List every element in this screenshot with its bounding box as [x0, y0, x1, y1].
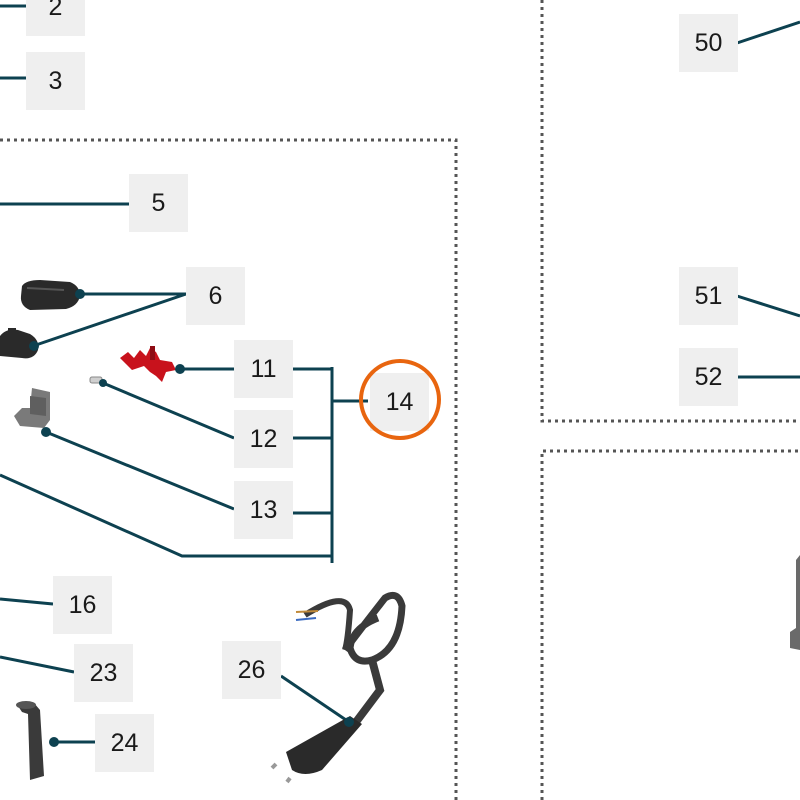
callout-3: 3	[26, 52, 85, 110]
callout-14[interactable]: 14	[370, 373, 429, 431]
part-6-top	[20, 280, 80, 310]
callout-50: 50	[679, 14, 738, 72]
leader-51	[736, 294, 800, 318]
callout-16: 16	[53, 576, 112, 634]
part-13	[14, 388, 50, 428]
callout-12: 12	[234, 410, 293, 468]
callout-13: 13	[234, 481, 293, 539]
part-right-edge	[790, 555, 800, 650]
leader-6b	[32, 292, 187, 348]
callout-23: 23	[74, 644, 133, 702]
anchor-dots	[29, 289, 354, 747]
callout-2: 2	[26, 0, 85, 36]
leader-lines	[0, 4, 800, 744]
leader-26	[280, 674, 350, 724]
callout-51: 51	[679, 267, 738, 325]
leader-long	[0, 473, 332, 558]
leader-12	[102, 381, 235, 440]
callout-52: 52	[679, 348, 738, 406]
leader-23	[0, 655, 75, 674]
callout-26: 26	[222, 641, 281, 699]
callout-5: 5	[129, 174, 188, 232]
callout-6: 6	[186, 267, 245, 325]
leader-16	[0, 597, 54, 606]
callout-24: 24	[95, 714, 154, 772]
frame-right-bottom-group	[540, 449, 800, 800]
part-11	[120, 346, 176, 382]
frame-left-group	[0, 138, 458, 800]
part-26-power-cord	[270, 591, 406, 784]
frame-right-top-group	[540, 0, 800, 423]
part-24	[16, 701, 44, 780]
leader-13	[45, 430, 235, 511]
part-6-bottom	[0, 328, 39, 359]
callout-11: 11	[234, 340, 293, 398]
leader-50	[736, 20, 800, 45]
